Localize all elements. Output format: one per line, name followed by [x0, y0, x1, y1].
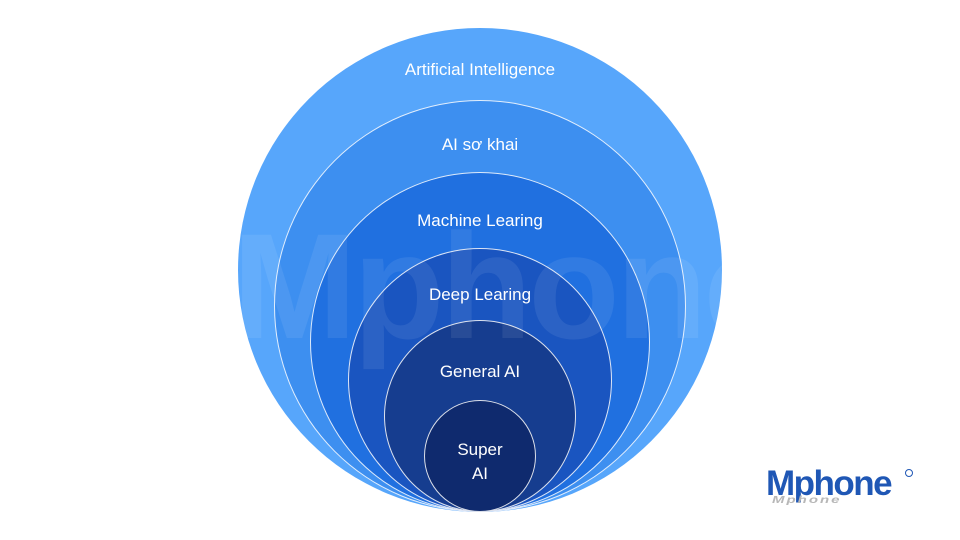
mphone-logo: Mphone Mphone	[766, 464, 926, 514]
registered-mark-icon	[905, 469, 913, 477]
general-ai-label: General AI	[439, 362, 521, 381]
logo-text: Mphone	[766, 464, 893, 503]
circle-super-ai: Super AI	[424, 400, 536, 512]
logo-reflection: Mphone	[772, 494, 842, 506]
artificial-intelligence-label: Artificial Intelligence	[404, 60, 556, 79]
ai-so-khai-label: AI sơ khai	[441, 135, 519, 154]
machine-learning-label: Machine Learing	[417, 211, 543, 230]
deep-learning-label: Deep Learing	[428, 285, 532, 304]
super-ai-label: Super AI	[457, 440, 503, 483]
